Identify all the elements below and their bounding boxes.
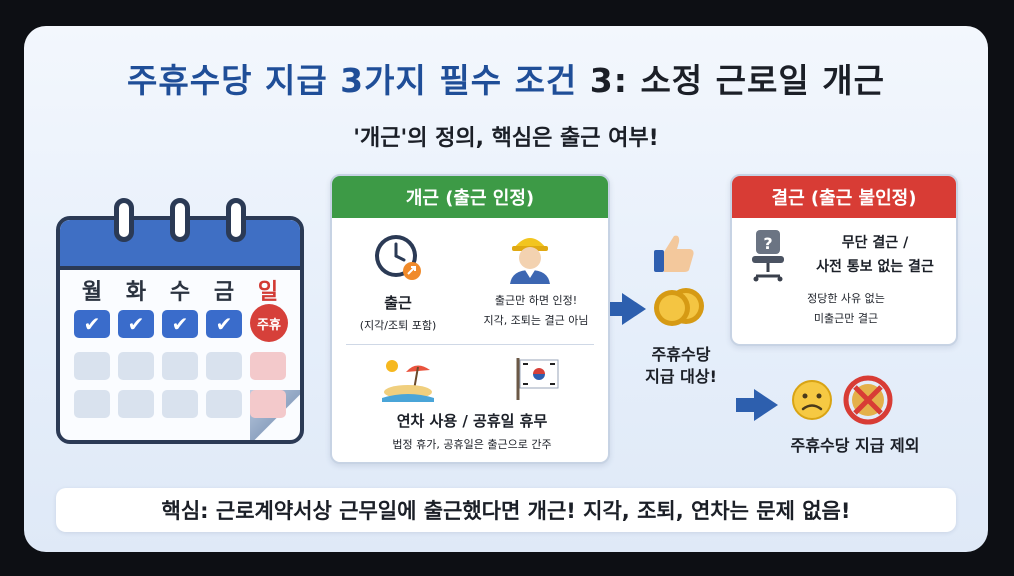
calendar-cell	[74, 390, 110, 418]
check-icon: ✔	[206, 310, 242, 338]
holiday-badge: 주휴	[250, 304, 288, 342]
calendar-cell	[118, 352, 154, 380]
item-subtitle: 법정 휴가, 공휴일은 출근으로 간주	[392, 438, 552, 451]
coins-icon	[650, 284, 710, 334]
absence-note: 정당한 사유 없는 미출근만 결근	[742, 290, 950, 326]
check-icon: ✔	[118, 310, 154, 338]
calendar-cell	[118, 390, 154, 418]
calendar-cell	[74, 352, 110, 380]
item-title: 출근	[384, 294, 412, 312]
eligible-text: 주휴수당 지급 대상!	[626, 344, 736, 388]
calendar-cell	[206, 352, 242, 380]
svg-text:?: ?	[763, 234, 772, 253]
attendance-panel: 개근 (출근 인정) 출근 (지각/조퇴 포함)	[330, 174, 610, 464]
attendance-item: 출근 (지각/조퇴 포함)	[338, 292, 458, 333]
page-title: 주휴수당 지급 3가지 필수 조건 3: 소정 근로일 개근	[24, 54, 988, 102]
calendar-cell	[206, 390, 242, 418]
weekday-tue: 화	[125, 280, 147, 305]
absence-panel: 결근 (출근 불인정) ? 무단 결근 / 사전 통보 없는 결근 정당한 사유…	[730, 174, 958, 346]
weekday-sun: 일	[257, 280, 279, 305]
item-subtitle: (지각/조퇴 포함)	[359, 319, 437, 332]
item-title: 연차 사용 / 공휴일 휴무	[396, 412, 548, 430]
check-icon: ✔	[74, 310, 110, 338]
absence-header: 결근 (출근 불인정)	[732, 176, 956, 218]
calendar-ring	[114, 198, 134, 242]
absence-line4: 미출근만 결근	[813, 312, 879, 325]
attendance-header: 개근 (출근 인정)	[332, 176, 608, 218]
no-coins-icon	[842, 374, 894, 430]
weekday-labels: 월 화 수 금 일	[74, 274, 286, 306]
absence-line1: 무단 결근 /	[841, 235, 909, 251]
absence-line3: 정당한 사유 없는	[807, 292, 885, 305]
calendar-cell	[162, 390, 198, 418]
thumbs-up-icon	[652, 230, 696, 278]
note-line1: 출근만 하면 인정!	[494, 294, 578, 307]
calendar-cell	[162, 352, 198, 380]
eligible-line2: 지급 대상!	[645, 367, 717, 386]
note-line2: 지각, 조퇴는 결근 아님	[483, 314, 589, 327]
infographic-card: 주휴수당 지급 3가지 필수 조건 3: 소정 근로일 개근 '개근'의 정의,…	[24, 26, 988, 552]
leave-holiday-item: 연차 사용 / 공휴일 휴무 법정 휴가, 공휴일은 출근으로 간주	[336, 410, 608, 452]
worker-icon	[508, 228, 552, 288]
check-icon: ✔	[162, 310, 198, 338]
excluded-text: 주휴수당 지급 제외	[790, 436, 920, 455]
weekday-fri: 금	[213, 280, 235, 305]
panel-divider	[346, 344, 594, 345]
clock-icon	[372, 230, 426, 288]
sad-face-icon	[790, 378, 834, 426]
calendar-ring	[226, 198, 246, 242]
arrow-stem	[610, 302, 624, 316]
empty-chair-icon: ?	[748, 228, 788, 286]
calendar-grid: ✔ ✔ ✔ ✔ 주휴	[74, 304, 288, 418]
calendar-illustration: 월 화 수 금 일 ✔ ✔ ✔ ✔ 주휴	[56, 198, 304, 444]
weekday-wed: 수	[169, 280, 191, 305]
arrow-stem	[736, 398, 758, 412]
absence-desc: 무단 결근 / 사전 통보 없는 결근	[796, 232, 954, 276]
key-summary-bar: 핵심: 근로계약서상 근무일에 출근했다면 개근! 지각, 조퇴, 연차는 문제…	[56, 488, 956, 532]
title-part1: 주휴수당 지급 3가지 필수 조건	[127, 61, 578, 100]
korea-flag-icon	[514, 356, 560, 404]
late-early-note: 출근만 하면 인정! 지각, 조퇴는 결근 아님	[462, 292, 608, 328]
title-part2: 3: 소정 근로일 개근	[589, 61, 885, 100]
absence-line2: 사전 통보 없는 결근	[816, 259, 934, 275]
right-arrow-icon	[754, 389, 778, 421]
weekday-mon: 월	[81, 280, 103, 305]
subtitle: '개근'의 정의, 핵심은 출근 여부!	[353, 126, 659, 151]
calendar-cell	[250, 390, 286, 418]
eligible-line1: 주휴수당	[651, 345, 711, 364]
calendar-cell	[250, 352, 286, 380]
beach-icon	[380, 356, 436, 406]
right-arrow-icon	[622, 293, 646, 325]
calendar-ring	[170, 198, 190, 242]
